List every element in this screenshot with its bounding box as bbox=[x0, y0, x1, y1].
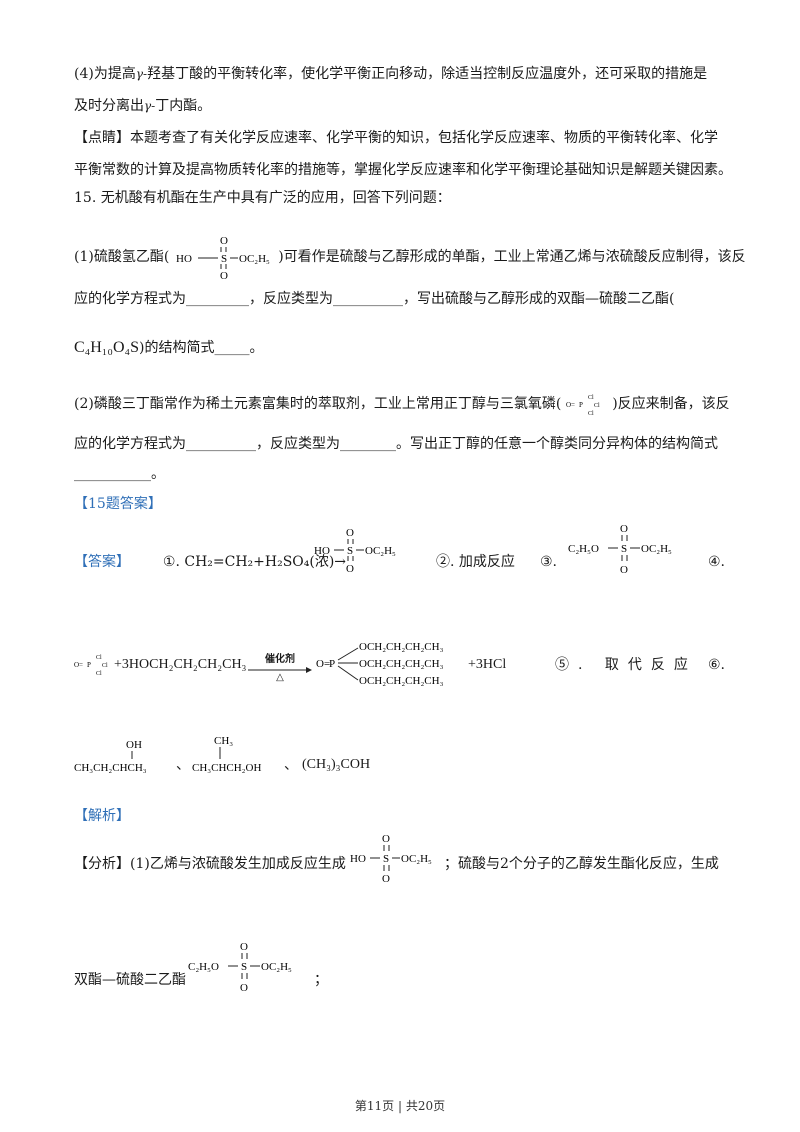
answer-header: 【15题答案】 bbox=[74, 496, 162, 512]
arrow-right-icon bbox=[248, 667, 312, 673]
answer-4-hcl: +3HCl bbox=[468, 657, 507, 672]
reaction-arrow: 催化剂 △ bbox=[248, 650, 312, 686]
svg-text:O: O bbox=[382, 833, 390, 845]
svg-text:O: O bbox=[240, 982, 248, 994]
svg-text:S: S bbox=[621, 543, 627, 555]
svg-text:O: O bbox=[240, 941, 248, 953]
jiexi-header: 【解析】 bbox=[74, 808, 130, 824]
svg-text:P: P bbox=[87, 661, 91, 669]
answer-diethyl-sulfate: O C₂H₅O S OC₂H₅ O bbox=[568, 520, 688, 580]
svg-text:O: O bbox=[620, 564, 628, 576]
dianjing-line2: 平衡常数的计算及提高物质转化率的措施等，掌握化学反应速率和化学平衡理论基础知识是… bbox=[74, 162, 732, 178]
atom-o-bottom: O bbox=[220, 270, 228, 282]
analysis-line1: 【分析】(1)乙烯与浓硫酸发生加成反应生成 bbox=[74, 856, 346, 872]
question-15-part2-line3: ___________。 bbox=[74, 466, 165, 482]
svg-text:O: O bbox=[382, 873, 390, 885]
isomer-separator-2: 、 bbox=[284, 757, 298, 773]
pocl3-cl1: Cl bbox=[588, 395, 594, 401]
svg-text:C₂H₅O: C₂H₅O bbox=[188, 961, 219, 973]
pocl3-structure: O= P Cl Cl Cl bbox=[566, 392, 608, 416]
svg-text:C₂H₅O: C₂H₅O bbox=[568, 543, 599, 555]
svg-text:S: S bbox=[383, 853, 389, 865]
svg-text:OC₂H₅: OC₂H₅ bbox=[641, 543, 672, 555]
ethyl-hydrogen-sulfate-structure: O HO S OC₂H₅ O bbox=[174, 232, 274, 282]
svg-text:OCH₂CH₂CH₂CH₃: OCH₂CH₂CH₂CH₃ bbox=[359, 675, 444, 687]
gamma-symbol: γ- bbox=[135, 67, 148, 81]
pocl3-o-eq: O= bbox=[566, 401, 575, 409]
answer-pocl3-structure: O= P Cl Cl Cl bbox=[74, 652, 116, 676]
svg-text:S: S bbox=[241, 961, 247, 973]
svg-text:CH₃CHCH₂OH: CH₃CHCH₂OH bbox=[192, 762, 261, 774]
formula-c4h10o4s: C₄H₁₀O₄S bbox=[74, 339, 139, 356]
svg-text:HO: HO bbox=[350, 853, 366, 865]
analysis-diethyl-sulfate: O C₂H₅O S OC₂H₅ O bbox=[188, 938, 308, 998]
svg-text:CH₃: CH₃ bbox=[214, 735, 233, 747]
svg-text:OC₂H₅: OC₂H₅ bbox=[401, 853, 432, 865]
svg-text:O=: O= bbox=[316, 658, 330, 670]
question-15-part1-line1: (1)硫酸氢乙酯( O HO S OC₂H₅ O )可看作是硫酸与乙醇形成的单酯… bbox=[74, 232, 746, 282]
isomer-2-butanol: OH CH₃CH₂CHCH₃ bbox=[74, 736, 174, 776]
question-15-title: 15. 无机酸有机酯在生产中具有广泛的应用，回答下列问题： bbox=[74, 190, 451, 206]
answer-4-label: ④. bbox=[708, 554, 726, 570]
page-footer: 第11页 | 共20页 bbox=[354, 1099, 446, 1113]
question-15-part2-line2: 应的化学方程式为__________，反应类型为________。写出正丁醇的任… bbox=[74, 436, 718, 452]
isomer-isobutanol: CH₃ CH₃CHCH₂OH bbox=[192, 730, 284, 776]
svg-text:HO: HO bbox=[314, 545, 330, 557]
svg-text:OCH₂CH₂CH₂CH₃: OCH₂CH₂CH₂CH₃ bbox=[359, 658, 444, 670]
pocl3-p: P bbox=[579, 401, 583, 409]
para-4-line2: 及时分离出γ-丁内酯。 bbox=[74, 98, 212, 114]
svg-text:OH: OH bbox=[126, 739, 142, 751]
svg-text:Cl: Cl bbox=[96, 655, 102, 661]
svg-text:P: P bbox=[329, 658, 335, 670]
svg-text:Cl: Cl bbox=[102, 663, 108, 669]
question-15-part1-line3: C₄H₁₀O₄S)的结构简式_____。 bbox=[74, 339, 264, 356]
atom-s: S bbox=[221, 253, 227, 265]
pocl3-cl2: Cl bbox=[594, 403, 600, 409]
svg-text:Cl: Cl bbox=[96, 671, 102, 676]
svg-text:OC₂H₅: OC₂H₅ bbox=[365, 545, 396, 557]
analysis-line2-end: ； bbox=[314, 972, 328, 988]
atom-o-top: O bbox=[220, 235, 228, 247]
answer-5: ⑤. 取代反应 bbox=[555, 657, 697, 673]
question-15-part1-line2: 应的化学方程式为_________，反应类型为__________，写出硫酸与乙… bbox=[74, 291, 675, 307]
svg-text:OC₂H₅: OC₂H₅ bbox=[261, 961, 292, 973]
answer-2: ②. 加成反应 bbox=[436, 554, 515, 570]
answer-4-reactant: +3HOCH₂CH₂CH₂CH₃ bbox=[114, 657, 247, 672]
para-4-line1: (4)为提高γ-羟基丁酸的平衡转化率，使化学平衡正向移动，除适当控制反应温度外，… bbox=[74, 66, 708, 82]
analysis-ethyl-hydrogen-sulfate: O HO S OC₂H₅ O bbox=[348, 830, 444, 886]
tributyl-phosphate-structure: O= P OCH₂CH₂CH₂CH₃ OCH₂CH₂CH₂CH₃ OCH₂CH₂… bbox=[316, 638, 466, 690]
analysis-line1-cont: ；硫酸与2个分子的乙醇发生酯化反应，生成 bbox=[444, 856, 719, 872]
group-ho: HO bbox=[176, 253, 192, 265]
svg-text:CH₃CH₂CHCH₃: CH₃CH₂CHCH₃ bbox=[74, 762, 147, 774]
gamma-symbol: γ- bbox=[144, 99, 156, 113]
svg-text:S: S bbox=[347, 545, 353, 557]
analysis-line2: 双酯—硫酸二乙酯 bbox=[74, 972, 186, 988]
svg-text:OCH₂CH₂CH₂CH₃: OCH₂CH₂CH₂CH₃ bbox=[359, 641, 444, 653]
answer-line-1: 【答案】 ①. CH₂=CH₂+H₂SO₄(浓)→ bbox=[74, 554, 347, 570]
answer-3-label: ③. bbox=[540, 554, 558, 570]
isomer-separator-1: 、 bbox=[176, 757, 190, 773]
pocl3-cl3: Cl bbox=[588, 411, 594, 416]
question-15-part2-line1: (2)磷酸三丁酯常作为稀土元素富集时的萃取剂，工业上常用正丁醇与三氯氧磷( O=… bbox=[74, 392, 730, 416]
svg-text:O: O bbox=[346, 527, 354, 539]
group-oc2h5: OC₂H₅ bbox=[239, 253, 270, 265]
isomer-tert-butanol: (CH₃)₃COH bbox=[302, 757, 371, 772]
answer-ethyl-hydrogen-sulfate: O HO S OC₂H₅ O bbox=[312, 524, 412, 578]
svg-text:O=: O= bbox=[74, 661, 83, 669]
dianjing-line1: 【点睛】本题考查了有关化学反应速率、化学平衡的知识，包括化学反应速率、物质的平衡… bbox=[74, 130, 718, 146]
svg-text:O: O bbox=[346, 563, 354, 575]
answer-6-label: ⑥. bbox=[708, 657, 726, 673]
svg-text:O: O bbox=[620, 523, 628, 535]
